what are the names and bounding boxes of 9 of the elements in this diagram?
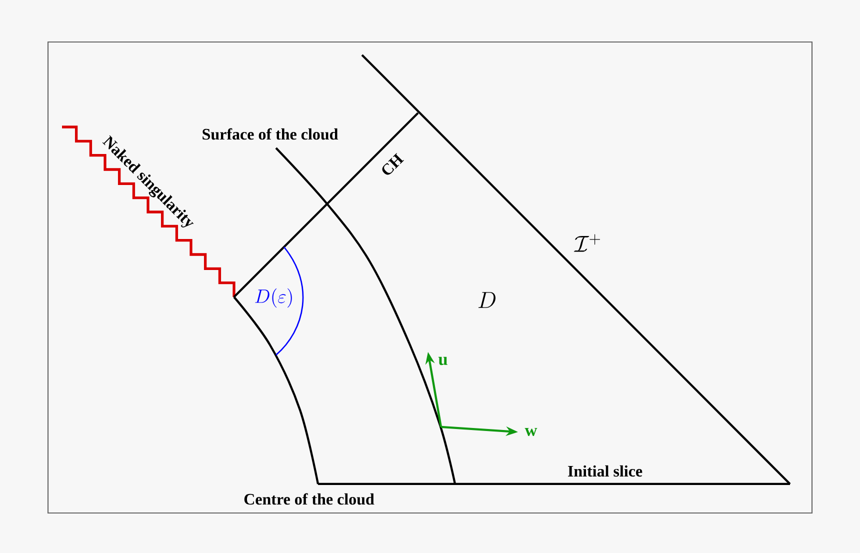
region-label: $D(\varepsilon)$: [255, 288, 292, 308]
region-label: $\mathcal{I}^{+}$: [574, 234, 600, 252]
region-label: $D$: [478, 292, 496, 308]
arrow-label: w: [524, 428, 538, 436]
curve-label: CH: [382, 152, 404, 175]
curve-label: Initial slice: [568, 465, 642, 477]
curve-label: Centre of the cloud: [244, 493, 374, 505]
arrow-label: u: [438, 356, 448, 366]
curve-label: Surface of the cloud: [202, 128, 338, 140]
